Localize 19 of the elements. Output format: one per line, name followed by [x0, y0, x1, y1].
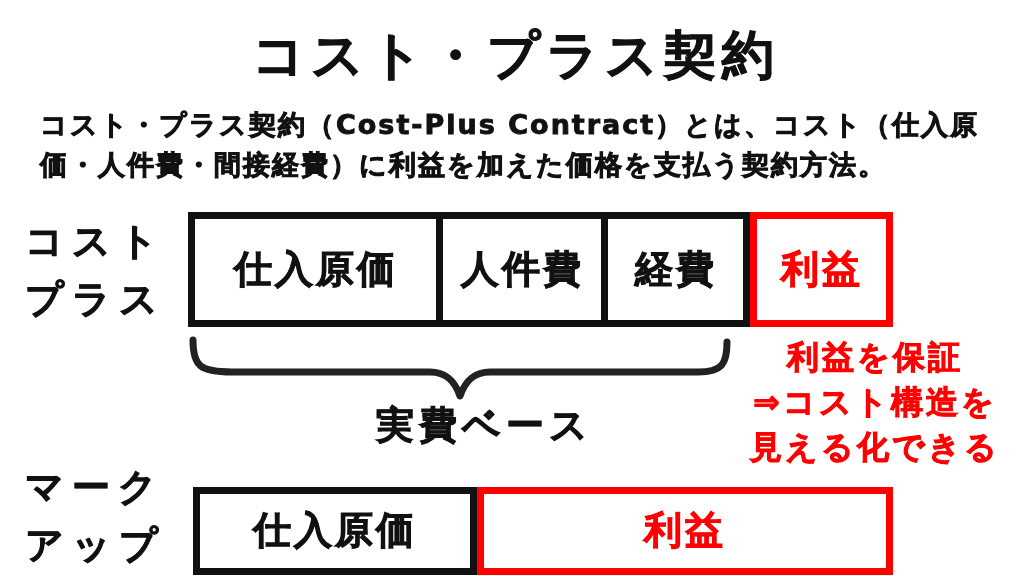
row-label: コストプラス	[25, 218, 167, 323]
cost-box	[608, 212, 750, 327]
row-label: マークアップ	[25, 464, 167, 569]
description-text: コスト・プラス契約（Cost-Plus Contract）とは、コスト（仕入原価・人件費・間接経費）に利益を加えた価格を支払う契約方法。	[40, 108, 981, 182]
box-label: 利益	[780, 248, 863, 291]
note-text: 利益を保証	[785, 337, 964, 378]
box-label: 経費	[634, 248, 717, 291]
note-text: ⇒コスト構造を見える化できる	[749, 382, 1001, 468]
box-label: 利益	[644, 510, 726, 552]
profit-box	[750, 212, 893, 327]
cost-box	[188, 212, 443, 327]
box-label: 仕入原価	[253, 510, 417, 552]
title: コスト・プラス契約	[252, 24, 778, 87]
box-label: 仕入原価	[233, 248, 398, 291]
brace-label: 実費ベース	[374, 402, 594, 449]
profit-box	[477, 487, 893, 575]
cost-box	[443, 212, 608, 327]
box-label: 人件費	[460, 248, 584, 291]
cost-box	[193, 487, 477, 575]
